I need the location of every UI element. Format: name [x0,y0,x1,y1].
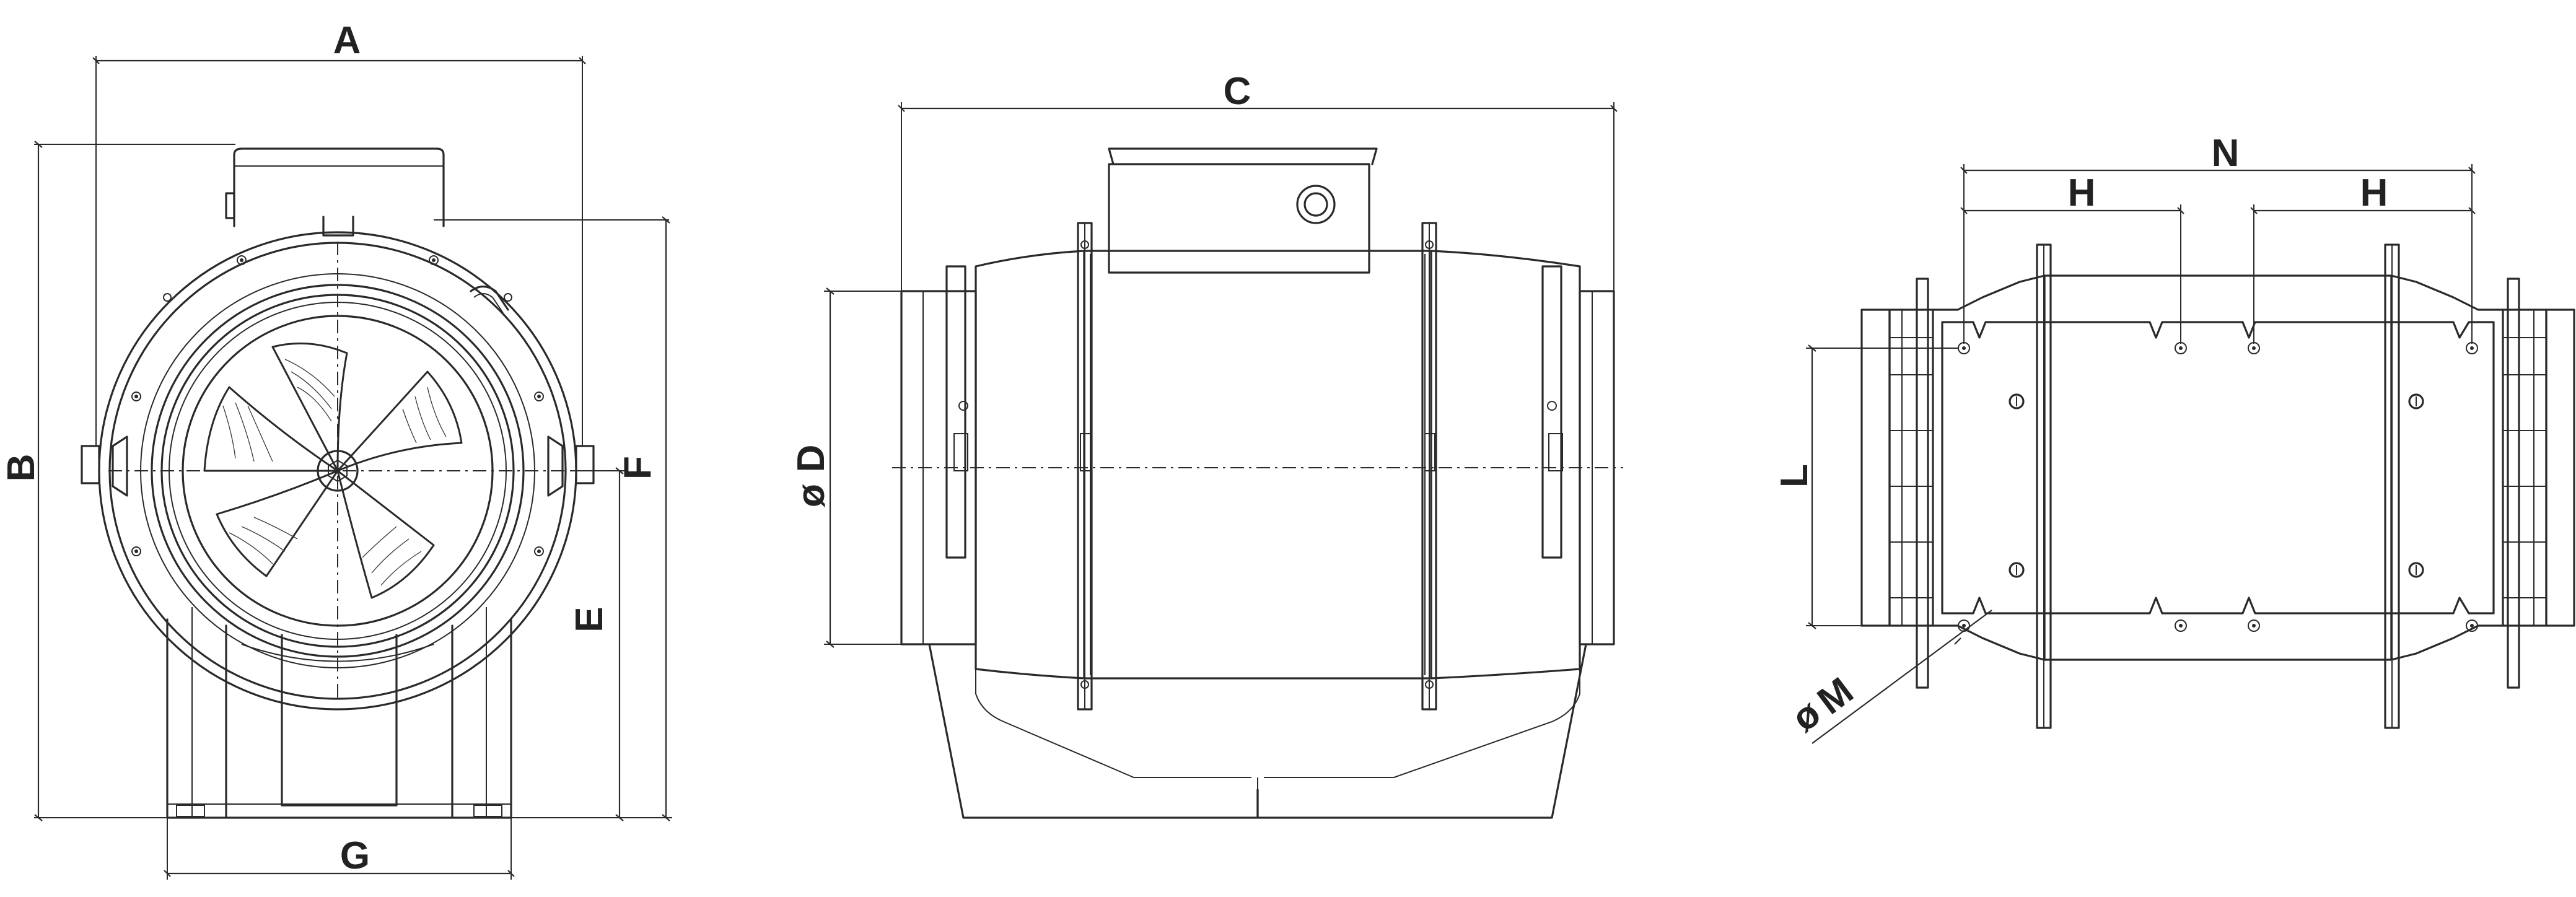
side-view: C D ø [790,70,1623,819]
dimension-label-l: L [1773,464,1816,488]
diameter-symbol-d: ø [790,484,833,507]
side-latches [953,240,1563,689]
bottom-view: N H H L ø M [1773,132,2575,744]
dimension-label-n: N [2212,132,2240,175]
dimension-label-e: E [568,606,611,632]
dimension-label-h-left: H [2068,172,2096,214]
fan-impeller [203,342,463,599]
dimension-label-c: C [1224,70,1251,113]
mounting-holes [1958,342,2478,632]
front-view: A B F E G [0,19,672,880]
dimension-label-g: G [340,834,370,877]
dimension-label-a: A [333,19,361,62]
rib-lines [1890,337,2546,598]
dimension-label-h-right: H [2360,172,2388,214]
dimension-label-d: D [790,445,833,473]
dimension-label-b: B [0,454,43,482]
dimension-label-f: F [616,456,659,479]
